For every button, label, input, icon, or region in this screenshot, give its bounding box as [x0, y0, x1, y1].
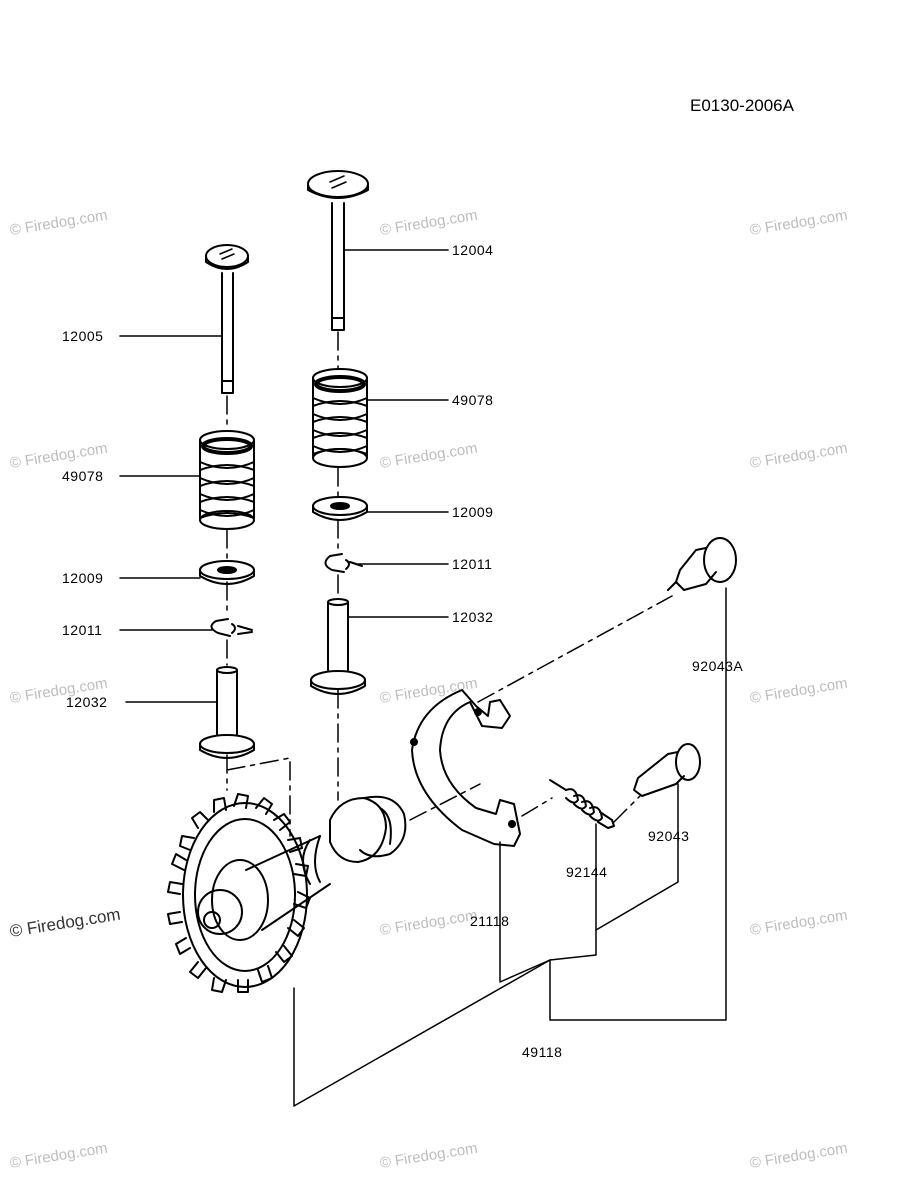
retainer-left-icon	[199, 560, 255, 585]
part-label-12005[interactable]: 12005	[62, 328, 104, 344]
part-label-12009-right[interactable]: 12009	[452, 504, 494, 520]
collet-right-icon	[324, 553, 363, 573]
part-label-92043[interactable]: 92043	[648, 828, 690, 844]
retainer-right-icon	[312, 496, 368, 521]
spring-right-icon	[312, 368, 368, 468]
camshaft-gear-icon	[167, 793, 407, 993]
tappet-right-icon	[310, 598, 366, 695]
part-label-12004[interactable]: 12004	[452, 242, 494, 258]
part-label-12011-right[interactable]: 12011	[452, 556, 493, 572]
collet-left-icon	[210, 618, 253, 637]
pin-92043-icon	[633, 743, 701, 797]
diagram-reference-code: E0130-2006A	[690, 96, 794, 115]
governor-lever-icon	[410, 689, 521, 847]
part-label-49078-left[interactable]: 49078	[62, 468, 104, 484]
pin-92043a-icon	[667, 537, 737, 591]
part-label-12009-left[interactable]: 12009	[62, 570, 104, 586]
part-label-12032-left[interactable]: 12032	[66, 694, 108, 710]
part-label-12011-left[interactable]: 12011	[62, 622, 103, 638]
valve-right-icon	[307, 170, 369, 331]
spring-left-icon	[199, 430, 255, 530]
part-label-49078-right[interactable]: 49078	[452, 392, 494, 408]
part-label-21118[interactable]: 21118	[470, 913, 510, 929]
part-label-12032-right[interactable]: 12032	[452, 609, 494, 625]
tappet-left-icon	[199, 666, 255, 759]
part-label-92043a[interactable]: 92043A	[692, 658, 744, 674]
leader-lines	[119, 249, 727, 1107]
part-label-49118[interactable]: 49118	[522, 1044, 563, 1060]
part-label-92144[interactable]: 92144	[566, 864, 608, 880]
assembly-lines	[226, 331, 673, 837]
valve-left-icon	[205, 244, 249, 394]
governor-spring-icon	[549, 779, 615, 829]
